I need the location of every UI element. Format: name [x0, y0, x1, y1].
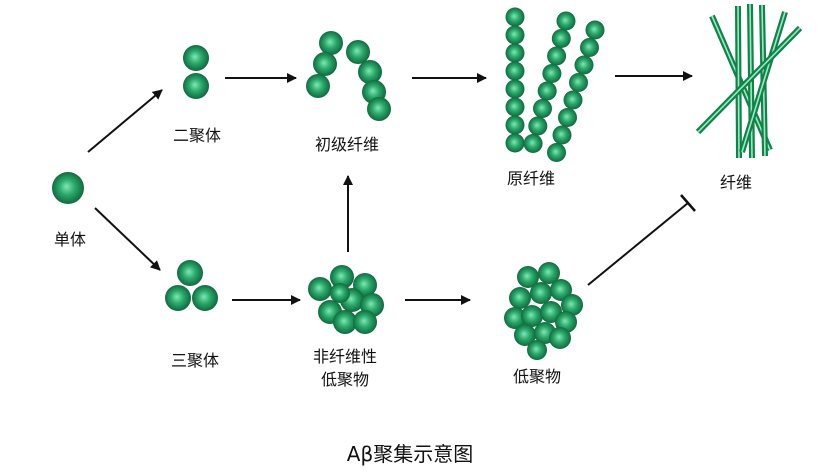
sphere: [183, 73, 209, 99]
sphere: [52, 172, 84, 204]
fiber-strand-highlight: [741, 11, 786, 153]
sphere: [313, 52, 337, 76]
sphere: [547, 143, 566, 162]
primary-fibril: [306, 31, 391, 121]
sphere: [306, 74, 330, 98]
sphere: [542, 64, 562, 83]
sphere: [521, 305, 543, 327]
oligomer: [504, 262, 583, 360]
sphere: [308, 277, 332, 301]
sphere: [504, 307, 526, 329]
sphere: [549, 327, 571, 349]
sphere: [177, 260, 203, 286]
sphere: [183, 45, 209, 71]
sphere: [505, 25, 525, 45]
sphere: [551, 29, 571, 48]
protofibril-chain: [547, 20, 605, 162]
fibril-bundle: [695, 3, 803, 159]
sphere: [558, 108, 577, 127]
sphere: [547, 46, 567, 66]
fiber-strand-highlight: [697, 27, 801, 133]
arrow-monomer-to-trimer: [94, 207, 161, 271]
sphere: [165, 285, 191, 311]
sphere: [569, 73, 588, 92]
sphere: [509, 287, 531, 309]
sphere: [319, 31, 343, 55]
sphere: [505, 43, 525, 63]
sphere: [537, 81, 557, 101]
sphere: [505, 115, 525, 135]
label-protofibril: 原纤维: [506, 169, 556, 188]
fiber-strand-highlight: [737, 5, 740, 159]
sphere: [333, 310, 357, 334]
dimer: [183, 45, 209, 99]
nonfibrillar-oligomer: [308, 265, 384, 334]
trimer: [165, 260, 218, 311]
sphere: [580, 38, 599, 57]
sphere: [556, 11, 576, 31]
sphere: [505, 79, 525, 99]
sphere: [552, 125, 572, 145]
sphere: [563, 90, 583, 110]
sphere: [517, 266, 539, 288]
sphere: [514, 324, 536, 346]
sphere: [530, 282, 552, 304]
label-fibril: 纤维: [719, 173, 753, 192]
sphere: [192, 285, 218, 311]
sphere: [346, 40, 370, 64]
sphere: [523, 134, 543, 153]
sphere: [367, 97, 391, 121]
protofibril-chain: [523, 11, 576, 153]
label-primary-fibril: 初级纤维: [314, 135, 380, 154]
sphere: [528, 116, 548, 136]
inhibition-oligomer-to-fibril: [587, 202, 689, 286]
sphere: [585, 20, 605, 40]
sphere: [538, 262, 560, 284]
sphere: [353, 310, 377, 334]
monomer: [52, 172, 84, 204]
sphere: [505, 133, 525, 153]
label-trimer: 三聚体: [170, 351, 220, 370]
diagram-title: Aβ聚集示意图: [346, 442, 474, 466]
sphere: [505, 7, 525, 27]
protofibril-chain: [505, 7, 525, 153]
label-monomer: 单体: [53, 230, 87, 249]
label-nonfibrillar-2: 低聚物: [320, 370, 370, 389]
label-dimer: 二聚体: [172, 126, 222, 145]
sphere: [505, 97, 525, 117]
arrow-monomer-to-dimer: [87, 89, 163, 153]
inhibition-bar: [680, 194, 696, 212]
sphere: [561, 294, 583, 316]
sphere: [330, 283, 350, 303]
sphere: [574, 55, 594, 75]
sphere: [330, 265, 354, 289]
sphere: [527, 340, 547, 360]
sphere: [358, 60, 382, 84]
sphere: [505, 61, 525, 81]
sphere: [533, 99, 552, 118]
label-oligomer: 低聚物: [512, 367, 562, 386]
label-nonfibrillar-1: 非纤维性: [312, 347, 378, 366]
